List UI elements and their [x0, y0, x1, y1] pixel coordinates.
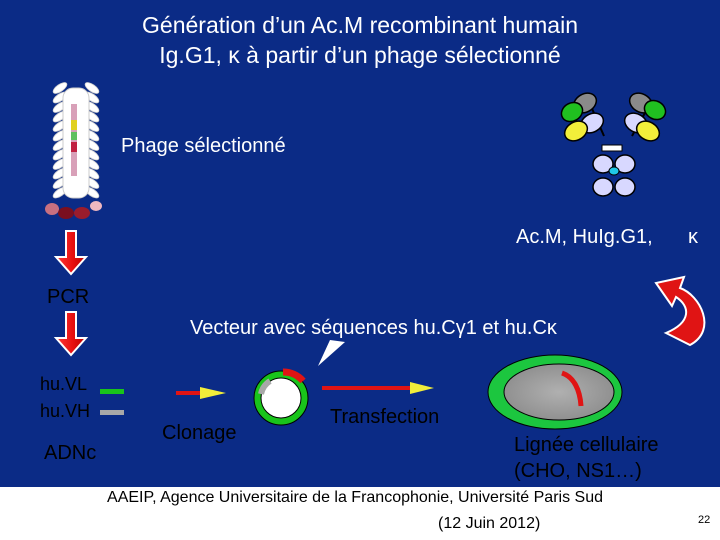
antibody-cl-right — [635, 120, 661, 142]
phage-insert-yellow — [71, 120, 77, 130]
curved-return-arrow — [654, 275, 706, 347]
phage-coat-scale — [84, 82, 100, 94]
antibody-label: Ac.M, HuIg.G1, — [516, 226, 653, 248]
adnc-label: ADNc — [44, 442, 97, 464]
cell-line-label: Lignée cellulaire (CHO, NS1…) — [514, 432, 659, 484]
huvl-label: hu.VL — [40, 374, 88, 394]
phage-insert-green — [71, 132, 77, 140]
title-line-1: Génération d’un Ac.M recombinant humain — [142, 12, 578, 38]
antibody-icon — [560, 92, 667, 197]
slide-title: Génération d’un Ac.M recombinant humain … — [0, 10, 720, 70]
cell-line-label-line-2: (CHO, NS1…) — [514, 460, 642, 482]
diagram-graphics — [45, 82, 706, 430]
phage-tip-protein — [90, 201, 102, 211]
kappa-label: κ — [688, 226, 698, 248]
antibody-ch3-left — [592, 177, 614, 197]
phage-insert-red — [71, 142, 77, 152]
footer-line-2: (12 Juin 2012) — [438, 515, 541, 532]
phage-tip-protein — [74, 207, 90, 219]
page-number: 22 — [698, 514, 711, 526]
vh-gene-bar — [100, 410, 124, 415]
plasmid-vector-icon — [253, 368, 309, 426]
antibody-ch2-left — [592, 154, 614, 174]
footer-line-1: AAEIP, Agence Universitaire de la Franco… — [107, 489, 603, 506]
pcr-label: PCR — [47, 286, 90, 308]
clonage-arrow — [176, 387, 226, 399]
antibody-vl-right — [643, 99, 667, 121]
vl-gene-bar — [100, 389, 124, 394]
antibody-ch2-right — [614, 154, 636, 174]
antibody-ch3-right — [614, 177, 636, 197]
phage-coat-scale — [52, 82, 68, 94]
slide-canvas: Génération d’un Ac.M recombinant humain … — [0, 0, 720, 487]
phage-tip-protein — [58, 207, 74, 219]
huvh-label: hu.VH — [40, 401, 91, 421]
transfection-arrow — [322, 382, 434, 394]
cell-line-icon — [487, 354, 623, 430]
clonage-label: Clonage — [162, 422, 237, 444]
antibody-cl-left — [563, 120, 589, 142]
transfection-label: Transfection — [330, 406, 440, 428]
antibody-hinge — [601, 144, 623, 152]
phage-label: Phage sélectionné — [121, 135, 286, 157]
antibody-vl-left — [560, 101, 584, 123]
down-arrow-1 — [53, 230, 89, 276]
vector-label: Vecteur avec séquences hu.Cγ1 et hu.Cκ — [190, 317, 557, 339]
title-line-2: Ig.G1, κ à partir d’un phage sélectionné — [159, 42, 561, 68]
phage-tip-protein — [45, 203, 59, 215]
phage-icon — [45, 82, 102, 219]
antibody-glycan — [608, 166, 620, 176]
cell-line-label-line-1: Lignée cellulaire — [514, 434, 659, 456]
vector-callout-pointer — [318, 340, 345, 366]
slide-footer: AAEIP, Agence Universitaire de la Franco… — [0, 487, 720, 540]
down-arrow-2 — [53, 311, 89, 357]
